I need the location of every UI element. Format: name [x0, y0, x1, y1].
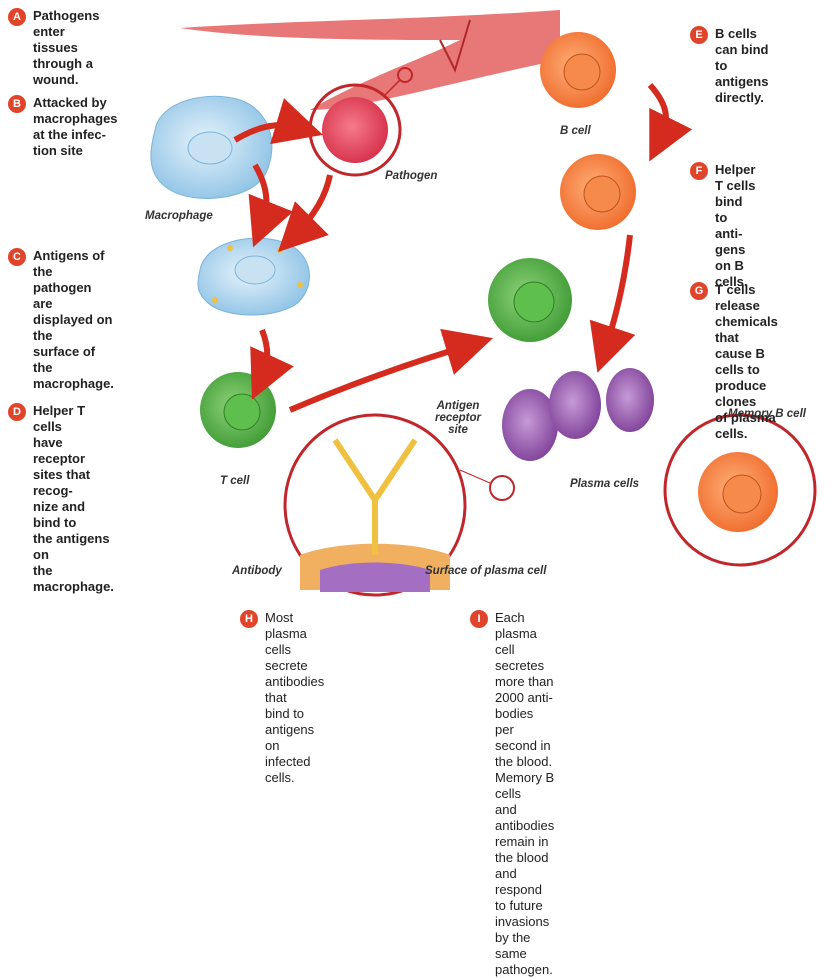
- antigen-receptor-site-label: Antigen receptor site: [435, 400, 481, 436]
- step-a-text: Pathogens enter tissues through a wound.: [33, 8, 99, 88]
- step-i-badge: I: [470, 610, 488, 628]
- step-f-text: Helper T cells bind to anti- gens on B c…: [715, 162, 755, 290]
- immune-response-diagram: A Pathogens enter tissues through a woun…: [0, 0, 838, 686]
- macrophage-cell: [151, 96, 272, 198]
- memory-b-cell-label: Memory B cell: [728, 408, 806, 420]
- step-i-text: Each plasma cell secretes more than 2000…: [495, 610, 554, 978]
- diagram-illustration: [0, 0, 838, 686]
- step-c-badge: C: [8, 248, 26, 266]
- step-f-badge: F: [690, 162, 708, 180]
- step-g-badge: G: [690, 282, 708, 300]
- surface-of-plasma-cell-label: Surface of plasma cell: [425, 565, 546, 577]
- step-h-text: Most plasma cells secrete antibodies tha…: [265, 610, 324, 786]
- step-a-badge: A: [8, 8, 26, 26]
- pathogen-label: Pathogen: [385, 170, 437, 182]
- t-cell: [200, 372, 276, 448]
- plasma-cells-label: Plasma cells: [570, 478, 639, 490]
- t-cell-label: T cell: [220, 475, 249, 487]
- step-b-badge: B: [8, 95, 26, 113]
- step-e-text: B cells can bind to antigens directly.: [715, 26, 768, 106]
- step-b-text: Attacked by macrophages at the infec- ti…: [33, 95, 118, 159]
- b-cell-label: B cell: [560, 125, 591, 137]
- macrophage-with-antigens: [198, 238, 309, 315]
- step-d-badge: D: [8, 403, 26, 421]
- step-c-text: Antigens of the pathogen are displayed o…: [33, 248, 114, 392]
- plasma-cells: [502, 368, 654, 461]
- step-d-text: Helper T cells have receptor sites that …: [33, 403, 114, 595]
- macrophage-label: Macrophage: [145, 210, 213, 222]
- wound-streak: [180, 10, 560, 110]
- step-e-badge: E: [690, 26, 708, 44]
- pathogen-cell: [310, 68, 412, 175]
- activated-t-cell: [488, 258, 572, 342]
- b-cell-bound: [560, 154, 636, 230]
- step-h-badge: H: [240, 610, 258, 628]
- b-cell: [540, 32, 616, 108]
- process-arrows: [235, 85, 666, 410]
- antibody-label: Antibody: [232, 565, 282, 577]
